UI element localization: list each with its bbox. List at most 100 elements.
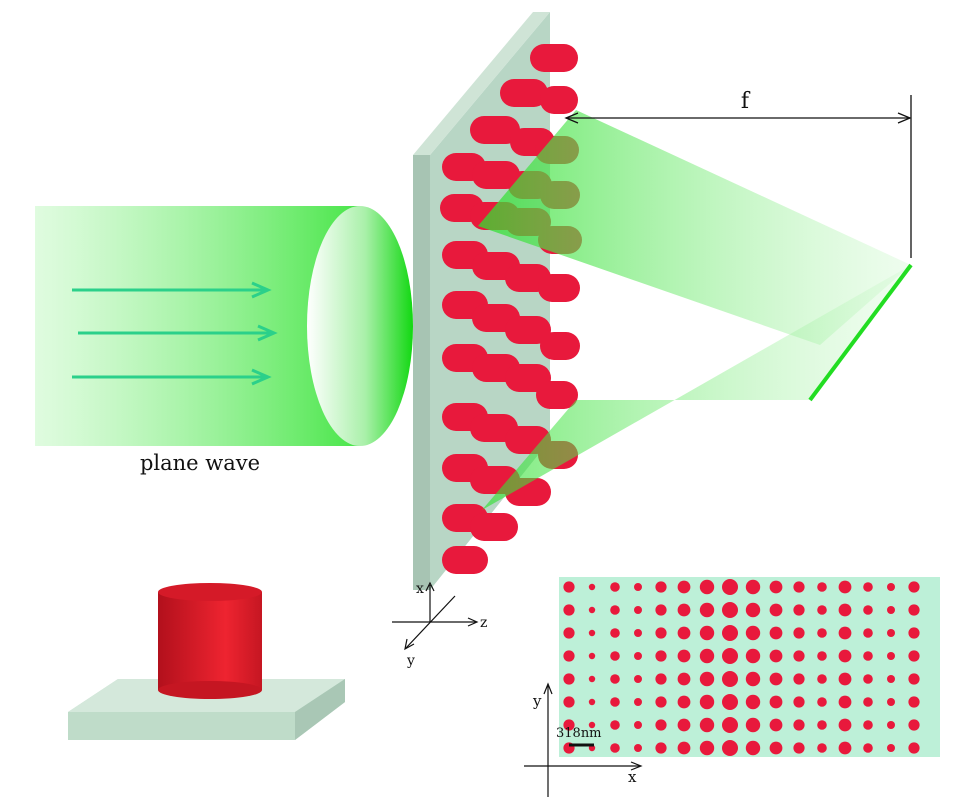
pillar-dot: [817, 674, 827, 684]
pillar-dot: [563, 650, 575, 662]
nanopillar: [505, 316, 551, 344]
pillar-dot: [610, 720, 620, 730]
pillar-dot: [793, 627, 805, 639]
pillar-dot: [699, 671, 715, 687]
pillar-dot: [863, 697, 873, 707]
pillar-dot: [838, 718, 852, 732]
top-view-inset: [524, 577, 940, 797]
pillar-dot: [769, 741, 783, 755]
pillar-dot: [634, 652, 642, 660]
pillar-dot: [563, 627, 575, 639]
pillar-dot: [817, 582, 827, 592]
pillar-dot: [655, 673, 667, 685]
pillar-dot: [908, 627, 920, 639]
pillar-dot: [563, 673, 575, 685]
nanopillar: [530, 44, 578, 72]
pillar-dot: [588, 606, 596, 614]
period-label: 318nm: [556, 726, 602, 741]
nanopillar-top: [158, 583, 262, 601]
pillar-dot: [908, 696, 920, 708]
nanopillar: [540, 86, 578, 114]
pillar-dot: [722, 694, 738, 710]
pillar-dot: [722, 717, 738, 733]
pillar-dot: [793, 742, 805, 754]
pillar-dot: [610, 697, 620, 707]
arrow-icon: [72, 368, 272, 386]
pillar-dot: [563, 696, 575, 708]
pillar-dot: [769, 718, 783, 732]
pillar-dot: [769, 580, 783, 594]
arrow-icon: [72, 281, 272, 299]
pillar-dot: [745, 602, 761, 618]
pillar-dot: [887, 721, 895, 729]
pillar-dot: [838, 672, 852, 686]
pillar-dot: [793, 650, 805, 662]
pillar-dot: [634, 698, 642, 706]
pillar-dot: [838, 741, 852, 755]
pillar-dot: [887, 744, 895, 752]
pillar-dot: [769, 626, 783, 640]
coordinate-axes: [392, 581, 479, 651]
inset-axes: [524, 682, 643, 797]
pillar-dot: [655, 604, 667, 616]
pillar-dot: [908, 719, 920, 731]
pillar-dot: [563, 719, 575, 731]
pillar-dot: [793, 696, 805, 708]
pillar-dot: [588, 583, 596, 591]
pillar-dot: [588, 698, 596, 706]
pillar-dot: [655, 696, 667, 708]
pillar-dot: [817, 605, 827, 615]
nanopillar: [540, 332, 580, 360]
beam-wavefront-cap: [307, 206, 413, 446]
pillar-dot: [722, 579, 738, 595]
pillar-dot: [634, 675, 642, 683]
plane-wave-label: plane wave: [140, 451, 260, 475]
nanopillar: [472, 161, 520, 189]
pillar-dot: [588, 629, 596, 637]
pillar-dot: [610, 743, 620, 753]
pillar-dot: [634, 629, 642, 637]
pillar-dot: [677, 626, 691, 640]
pillar-dot: [699, 740, 715, 756]
pillar-dot: [887, 652, 895, 660]
pillar-dot: [699, 648, 715, 664]
pillar-dot: [655, 742, 667, 754]
propagation-arrows: [72, 281, 278, 386]
arrowhead-right-icon: [897, 112, 912, 124]
pillar-dot: [838, 626, 852, 640]
nanopillar: [505, 364, 551, 392]
pillar-dot: [817, 628, 827, 638]
pillar-dot: [699, 579, 715, 595]
pillar-dot: [908, 673, 920, 685]
pillar-dot: [655, 719, 667, 731]
pillar-dot: [634, 606, 642, 614]
pillar-dot: [745, 625, 761, 641]
pillar-dot: [793, 604, 805, 616]
pillar-dot: [745, 579, 761, 595]
pillar-dot: [887, 583, 895, 591]
pillar-dot: [817, 720, 827, 730]
axis-y-label: y: [406, 653, 415, 669]
pillar-dot: [699, 694, 715, 710]
pillar-dot: [863, 674, 873, 684]
unit-cell: [68, 583, 345, 740]
pillar-dot: [745, 671, 761, 687]
pillar-dot: [722, 740, 738, 756]
pillar-dot: [793, 581, 805, 593]
pillar-dot: [838, 649, 852, 663]
pillar-dot: [677, 603, 691, 617]
pillar-dot: [722, 625, 738, 641]
pillar-dot: [610, 628, 620, 638]
pillar-dot: [563, 581, 575, 593]
pillar-dot: [887, 606, 895, 614]
pillar-dot: [699, 717, 715, 733]
pillar-dot: [769, 695, 783, 709]
axis-z-label: z: [480, 615, 487, 631]
pillar-dot: [863, 582, 873, 592]
nanopillar: [536, 381, 578, 409]
nanopillar-bottom: [158, 681, 262, 699]
pillar-dot: [838, 580, 852, 594]
pillar-dot: [677, 695, 691, 709]
pillar-dot: [793, 673, 805, 685]
nanopillar: [500, 79, 548, 107]
